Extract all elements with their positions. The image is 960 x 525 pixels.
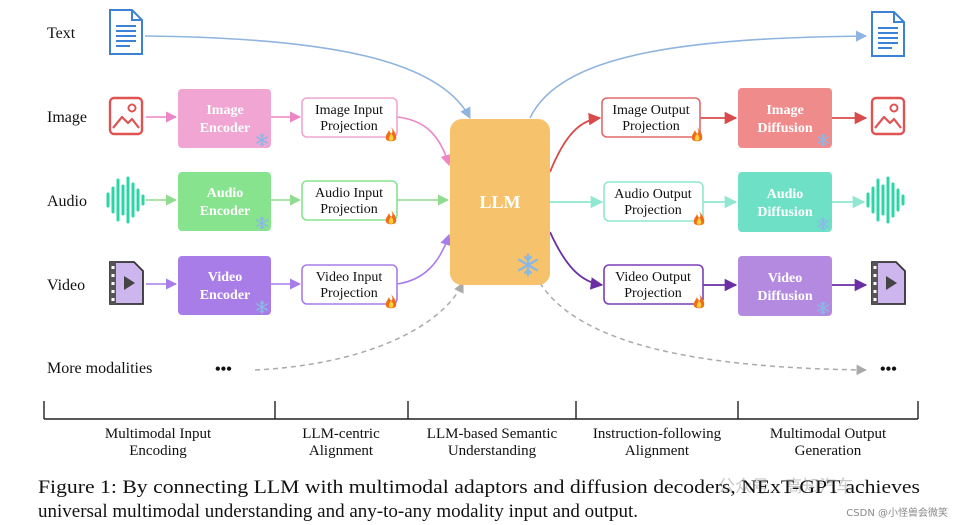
video-output-projection-box: Video Output Projection [603, 264, 705, 309]
watermark-center: 公众号 · 高知汽车 [718, 477, 853, 497]
input-label-video: Video [47, 277, 85, 294]
caption-line-1: Figure 1: By connecting LLM with multimo… [38, 477, 920, 498]
video-output-projection-label-2: Projection [624, 286, 682, 301]
video-input-projection-box: Video Input Projection [301, 264, 398, 309]
document-icon [109, 9, 143, 55]
more-modalities-input-arrow [254, 282, 464, 371]
stage-label-2-line-2: Alignment [309, 443, 374, 459]
input-ellipsis: ••• [215, 361, 232, 378]
stage-label-2-line-1: LLM-centric [302, 426, 380, 442]
image-encoder-label-2: Encoder [200, 121, 251, 136]
image-projection-to-llm-arrow [396, 116, 452, 167]
image-diffusion-label-1: Image [766, 103, 803, 118]
video-encoder-box: Video Encoder [178, 256, 271, 315]
image-diffusion-box: Image Diffusion [738, 88, 832, 148]
audio-input-projection-label-1: Audio Input [315, 186, 383, 201]
video-input-projection-label-2: Projection [320, 286, 378, 301]
stage-label-3-line-2: Understanding [448, 443, 537, 459]
video-input-projection-label-1: Video Input [316, 270, 383, 285]
document-icon [871, 11, 905, 57]
video-diffusion-box: Video Diffusion [738, 256, 832, 316]
waveform-icon [106, 176, 145, 224]
caption-line-2: universal multimodal understanding and a… [38, 501, 638, 522]
audio-output-projection-label-1: Audio Output [614, 187, 692, 202]
image-output-projection-box: Image Output Projection [601, 97, 703, 142]
llm-to-image-output-projection-arrow [549, 112, 602, 173]
image-input-projection-label-2: Projection [320, 119, 378, 134]
input-label-audio: Audio [47, 193, 87, 210]
video-encoder-label-2: Encoder [200, 288, 251, 303]
stage-label-5-line-2: Generation [795, 443, 862, 459]
watermark-corner: CSDN @小怪兽会微笑 [846, 506, 948, 519]
llm-label: LLM [479, 192, 520, 212]
text-input-arrow [144, 35, 471, 119]
stage-bracket [43, 401, 919, 420]
stage-label-1-line-1: Multimodal Input [105, 426, 212, 442]
audio-encoder-box: Audio Encoder [178, 172, 271, 231]
video-output-projection-label-1: Video Output [615, 270, 691, 285]
video-projection-to-llm-arrow [396, 233, 452, 285]
image-output-projection-label-1: Image Output [612, 103, 689, 118]
picture-icon [108, 96, 144, 136]
film-icon [109, 261, 144, 305]
audio-encoder-label-1: Audio [207, 186, 244, 201]
audio-output-projection-box: Audio Output Projection [603, 181, 705, 226]
audio-encoder-label-2: Encoder [200, 204, 251, 219]
image-diffusion-label-2: Diffusion [757, 121, 812, 136]
input-label-image: Image [47, 109, 87, 126]
video-diffusion-label-1: Video [768, 271, 802, 286]
image-input-projection-label-1: Image Input [315, 103, 383, 118]
film-icon [871, 261, 906, 305]
image-encoder-label-1: Image [206, 103, 243, 118]
input-label-more: More modalities [47, 360, 152, 377]
image-encoder-box: Image Encoder [178, 89, 271, 148]
output-ellipsis: ••• [880, 361, 897, 378]
audio-diffusion-label-1: Audio [767, 187, 804, 202]
stage-label-1-line-2: Encoding [129, 443, 187, 459]
stage-label-5-line-1: Multimodal Output [770, 426, 887, 442]
input-label-text: Text [47, 25, 76, 42]
picture-icon [870, 96, 906, 136]
waveform-icon [866, 176, 905, 224]
stage-label-3-line-1: LLM-based Semantic [427, 426, 558, 442]
llm-to-video-output-projection-arrow [549, 231, 604, 290]
image-output-projection-label-2: Projection [622, 119, 680, 134]
more-modalities-output-arrow [539, 282, 868, 376]
audio-output-projection-label-2: Projection [624, 203, 682, 218]
stage-label-4-line-2: Alignment [625, 443, 690, 459]
stage-label-4-line-1: Instruction-following [593, 426, 722, 442]
llm-box: LLM [450, 119, 550, 285]
audio-diffusion-label-2: Diffusion [757, 205, 812, 220]
video-diffusion-label-2: Diffusion [757, 289, 812, 304]
text-output-arrow [529, 30, 868, 119]
audio-input-projection-label-2: Projection [320, 202, 378, 217]
audio-diffusion-box: Audio Diffusion [738, 172, 832, 232]
image-input-projection-box: Image Input Projection [301, 97, 398, 142]
audio-input-projection-box: Audio Input Projection [301, 180, 398, 225]
video-encoder-label-1: Video [208, 270, 242, 285]
